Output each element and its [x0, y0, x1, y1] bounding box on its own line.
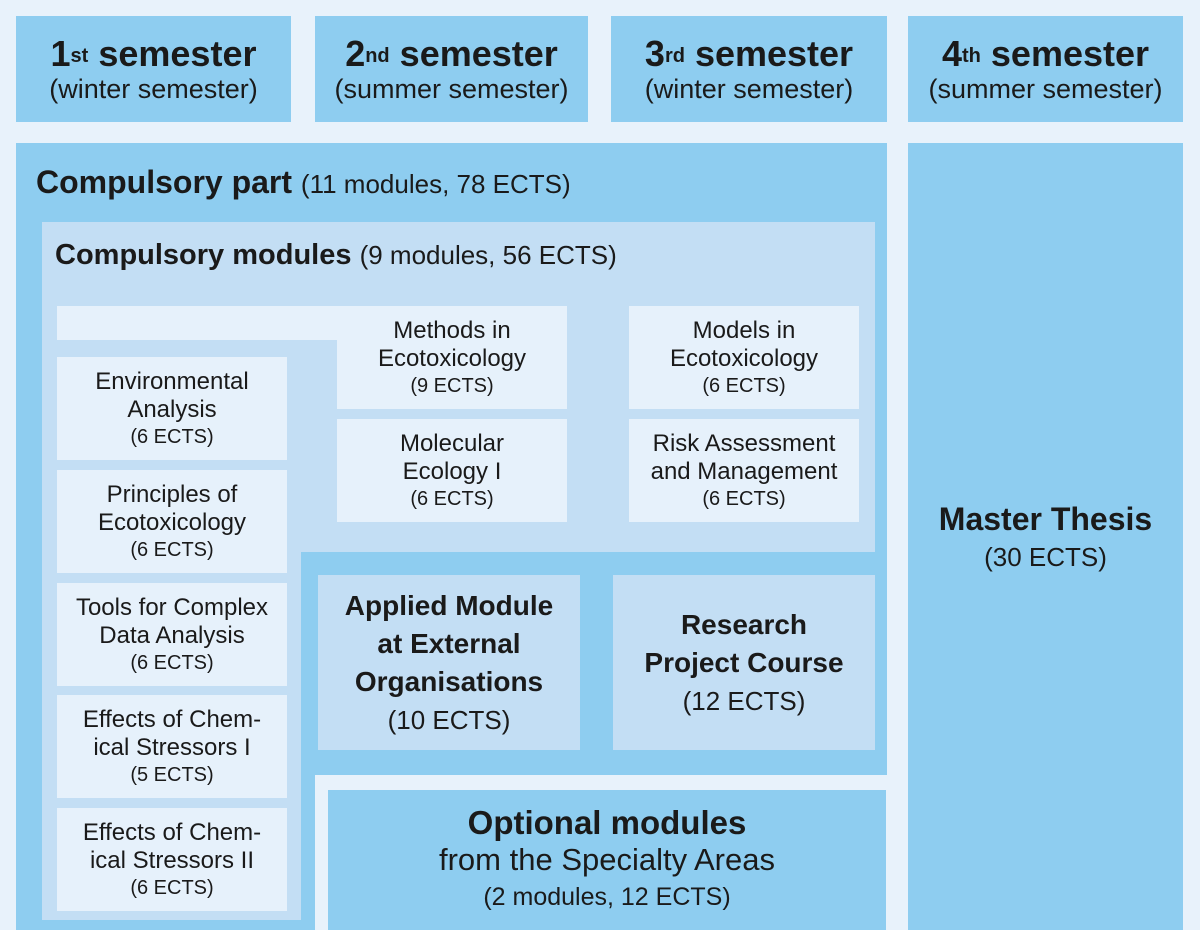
module-name-line: Ecology I: [402, 457, 502, 485]
research-project-box: Research Project Course (12 ECTS): [613, 575, 875, 750]
optional-modules-detail: (2 modules, 12 ECTS): [483, 883, 731, 911]
master-thesis-box: Master Thesis (30 ECTS): [908, 143, 1183, 930]
master-thesis-title: Master Thesis: [938, 500, 1153, 537]
module-ects: (6 ECTS): [702, 487, 786, 510]
applied-module-line: Organisations: [354, 665, 544, 697]
module-name-line: Effects of Chem-: [82, 705, 262, 733]
compulsory-part-heading: Compulsory part (11 modules, 78 ECTS): [36, 164, 571, 200]
research-project-line: Project Course: [644, 646, 844, 678]
semester-subtitle: (winter semester): [644, 74, 854, 104]
module-ects: (6 ECTS): [702, 374, 786, 397]
compulsory-modules-heading: Compulsory modules (9 modules, 56 ECTS): [55, 239, 617, 271]
module-risk-assessment: Risk Assessment and Management (6 ECTS): [629, 419, 859, 522]
applied-module-box: Applied Module at External Organisations…: [318, 575, 580, 750]
master-thesis-ects: (30 ECTS): [984, 541, 1107, 572]
module-name-line: ical Stressors I: [93, 733, 251, 761]
research-project-line: Research: [680, 608, 808, 640]
semester-header-4: 4th semester (summer semester): [908, 16, 1183, 122]
applied-module-line: Applied Module: [344, 589, 554, 621]
module-name-line: Models in: [692, 316, 796, 344]
module-name-line: Ecotoxicology: [377, 344, 527, 372]
module-ects: (6 ECTS): [410, 487, 494, 510]
semester-subtitle: (summer semester): [928, 74, 1163, 104]
module-molecular-ecology: Molecular Ecology I (6 ECTS): [337, 419, 567, 522]
module-name-line: Molecular: [399, 429, 505, 457]
module-ects: (9 ECTS): [410, 374, 494, 397]
module-ects: (5 ECTS): [130, 763, 214, 786]
module-name-line: Methods in: [393, 316, 511, 344]
optional-modules-subtitle: from the Specialty Areas: [439, 842, 775, 877]
module-tools-data-analysis: Tools for Complex Data Analysis (6 ECTS): [57, 583, 287, 686]
decorative-strip: [57, 306, 337, 340]
module-name-line: Effects of Chem-: [82, 818, 262, 846]
module-name-line: Tools for Complex: [75, 593, 269, 621]
module-name-line: Ecotoxicology: [669, 344, 819, 372]
semester-title: 3rd semester: [644, 33, 854, 74]
semester-title: 1st semester: [50, 33, 257, 74]
semester-header-3: 3rd semester (winter semester): [611, 16, 887, 122]
semester-header-1: 1st semester (winter semester): [16, 16, 291, 122]
semester-title: 4th semester: [941, 33, 1150, 74]
module-effects-chemical-stressors-2: Effects of Chem- ical Stressors II (6 EC…: [57, 808, 287, 911]
semester-header-2: 2nd semester (summer semester): [315, 16, 588, 122]
module-name-line: Environmental: [95, 367, 249, 395]
module-name-line: Ecotoxicology: [97, 508, 247, 536]
module-ects: (6 ECTS): [130, 651, 214, 674]
module-principles-of-ecotoxicology: Principles of Ecotoxicology (6 ECTS): [57, 470, 287, 573]
module-ects: (6 ECTS): [130, 425, 214, 448]
module-name-line: and Management: [650, 457, 838, 485]
module-methods-in-ecotoxicology: Methods in Ecotoxicology (9 ECTS): [337, 306, 567, 409]
applied-module-line: at External: [377, 627, 521, 659]
module-environmental-analysis: Environmental Analysis (6 ECTS): [57, 357, 287, 460]
semester-subtitle: (summer semester): [334, 74, 569, 104]
module-name-line: Principles of: [106, 480, 238, 508]
optional-modules-title: Optional modules: [467, 804, 747, 841]
semester-title: 2nd semester: [345, 33, 558, 74]
semester-subtitle: (winter semester): [49, 74, 258, 104]
module-name-line: Data Analysis: [99, 621, 245, 649]
module-name-line: Analysis: [127, 395, 217, 423]
optional-modules-box: Optional modules from the Specialty Area…: [328, 790, 886, 930]
module-models-in-ecotoxicology: Models in Ecotoxicology (6 ECTS): [629, 306, 859, 409]
module-effects-chemical-stressors-1: Effects of Chem- ical Stressors I (5 ECT…: [57, 695, 287, 798]
research-project-ects: (12 ECTS): [682, 685, 806, 716]
module-name-line: Risk Assessment: [652, 429, 836, 457]
applied-module-ects: (10 ECTS): [387, 704, 511, 735]
module-ects: (6 ECTS): [130, 876, 214, 899]
module-ects: (6 ECTS): [130, 538, 214, 561]
module-name-line: ical Stressors II: [89, 846, 255, 874]
